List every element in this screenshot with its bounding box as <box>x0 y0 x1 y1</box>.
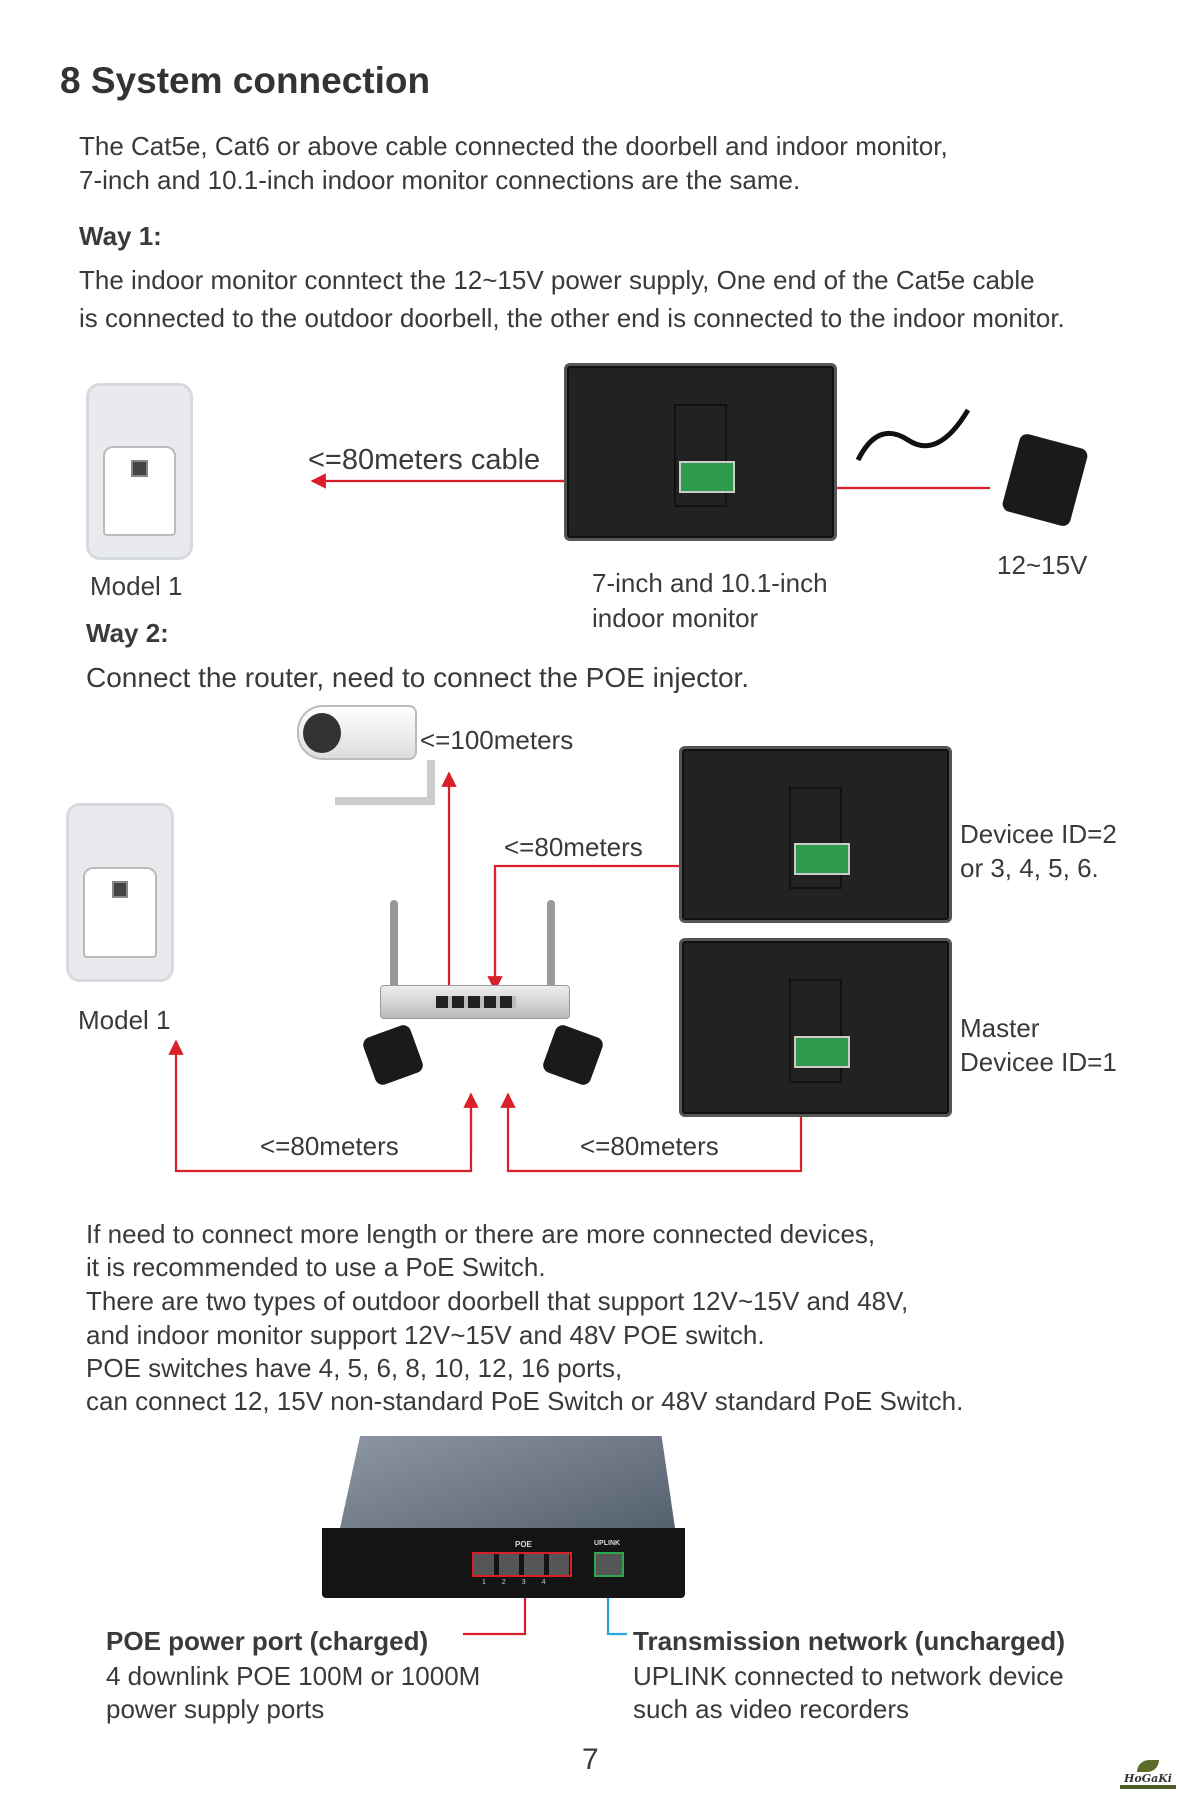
uplink-port <box>594 1552 624 1577</box>
note-line: POE switches have 4, 5, 6, 8, 10, 12, 16… <box>86 1353 623 1383</box>
device-id-label: or 3, 4, 5, 6. <box>960 853 1099 883</box>
port-number: 2 <box>501 1579 506 1586</box>
indoor-monitor-slave <box>679 746 952 923</box>
page-number: 7 <box>582 1743 599 1776</box>
poe-switch: POE UPLINK 1 2 3 4 <box>322 1436 685 1598</box>
intro-line: 7-inch and 10.1-inch indoor monitor conn… <box>79 165 801 195</box>
port-number: 3 <box>521 1579 526 1586</box>
note-line: and indoor monitor support 12V~15V and 4… <box>86 1320 765 1350</box>
router-icon <box>380 985 570 1019</box>
master-label: Master <box>960 1013 1040 1043</box>
uplink-heading: Transmission network (uncharged) <box>633 1626 1065 1656</box>
monitor-label: 7-inch and 10.1-inch <box>592 568 828 598</box>
distance-label: <=80meters <box>580 1131 719 1161</box>
port-number: 1 <box>482 1579 486 1586</box>
monitor-distance-label: <=80meters <box>504 832 643 862</box>
note-line: If need to connect more length or there … <box>86 1219 876 1249</box>
port-number: 4 <box>541 1579 546 1586</box>
monitor-label: indoor monitor <box>592 603 759 633</box>
hogaki-logo: HoGaKi <box>1120 1760 1176 1789</box>
poe-label: POE <box>515 1540 532 1549</box>
poe-port-desc: power supply ports <box>106 1694 325 1724</box>
router-antenna <box>547 900 555 992</box>
note-line: can connect 12, 15V non-standard PoE Swi… <box>86 1386 964 1416</box>
poe-port-desc: 4 downlink POE 100M or 1000M <box>106 1661 481 1691</box>
indoor-monitor-master <box>679 938 952 1117</box>
camera-mount-icon <box>335 760 435 805</box>
way2-text: Connect the router, need to connect the … <box>86 662 750 693</box>
way1-text: is connected to the outdoor doorbell, th… <box>79 303 1065 333</box>
uplink-desc: UPLINK connected to network device <box>633 1661 1064 1691</box>
distance-label: <=80meters <box>260 1131 399 1161</box>
way1-heading: Way 1: <box>79 221 162 251</box>
model-label: Model 1 <box>78 1005 171 1035</box>
poe-port-heading: POE power port (charged) <box>106 1626 429 1656</box>
section-title: 8 System connection <box>60 60 431 101</box>
model-label: Model 1 <box>90 571 183 601</box>
doorbell-model1 <box>66 803 174 982</box>
power-label: 12~15V <box>997 550 1088 580</box>
uplink-label: UPLINK <box>594 1540 621 1547</box>
camera-icon <box>297 705 417 760</box>
poe-ports <box>472 1552 572 1577</box>
indoor-monitor <box>564 363 837 541</box>
master-label: Devicee ID=1 <box>960 1047 1117 1077</box>
camera-distance-label: <=100meters <box>420 725 574 755</box>
way1-text: The indoor monitor conntect the 12~15V p… <box>79 265 1035 295</box>
intro-line: The Cat5e, Cat6 or above cable connected… <box>79 131 948 161</box>
cable-label: <=80meters cable <box>308 444 541 476</box>
device-id-label: Devicee ID=2 <box>960 819 1117 849</box>
router-antenna <box>390 900 398 992</box>
doorbell-model1 <box>86 383 193 560</box>
uplink-desc: such as video recorders <box>633 1694 910 1724</box>
way2-heading: Way 2: <box>86 618 169 648</box>
note-line: it is recommended to use a PoE Switch. <box>86 1252 546 1282</box>
note-line: There are two types of outdoor doorbell … <box>86 1286 909 1316</box>
